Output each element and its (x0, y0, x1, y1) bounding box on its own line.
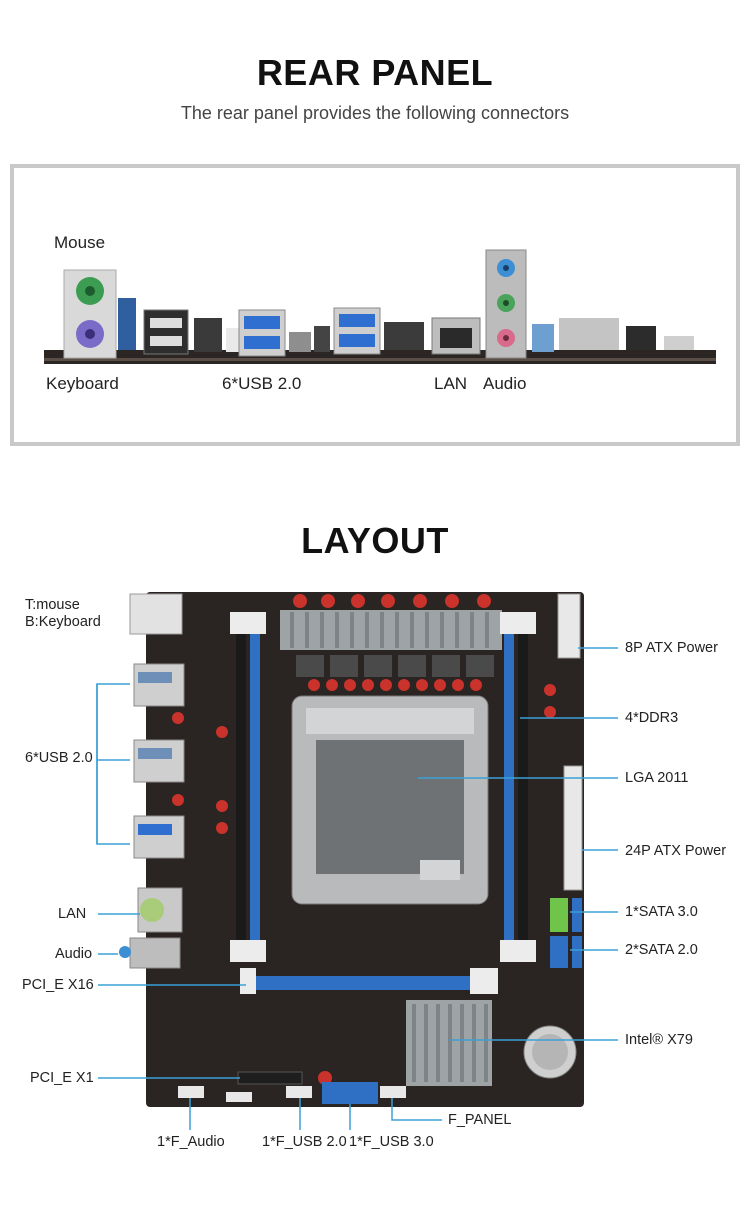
callout-pcie-x1: PCI_E X1 (30, 1070, 94, 1086)
pcie-x16-slot (246, 976, 498, 990)
callout-audio: Audio (55, 946, 93, 962)
layout-title: LAYOUT (301, 520, 449, 561)
rear-panel-box: Mouse Keyboard 6*USB 2.0 LAN Audio (10, 164, 740, 446)
callout-f-usb2: 1*F_USB 2.0 (262, 1134, 347, 1150)
callout-sata2: 2*SATA 2.0 (625, 942, 698, 958)
ddr3-slot-3 (504, 612, 514, 952)
callout-intel-x79: Intel® X79 (625, 1032, 693, 1048)
callout-ddr3: 4*DDR3 (625, 710, 679, 726)
rear-panel-image (44, 249, 716, 364)
callout-sata3: 1*SATA 3.0 (625, 904, 698, 920)
callout-8p-atx: 8P ATX Power (625, 640, 718, 656)
callout-lga2011: LGA 2011 (625, 770, 689, 786)
callout-tmouse: T:mouse (25, 597, 80, 613)
ddr3-slot-1 (250, 612, 260, 952)
rear-label-mouse: Mouse (54, 233, 106, 252)
callout-pcie-x16: PCI_E X16 (22, 977, 94, 993)
rear-label-audio: Audio (483, 374, 527, 393)
callout-f-usb3: 1*F_USB 3.0 (349, 1134, 434, 1150)
callout-24p-atx: 24P ATX Power (625, 843, 727, 859)
rear-label-usb: 6*USB 2.0 (222, 374, 302, 393)
rear-label-keyboard: Keyboard (46, 374, 119, 393)
callout-lan: LAN (58, 906, 87, 922)
rear-panel-title: REAR PANEL (256, 52, 494, 93)
callout-f-panel: F_PANEL (448, 1112, 512, 1128)
callout-bkeyboard: B:Keyboard (25, 614, 101, 630)
callout-usb: 6*USB 2.0 (25, 750, 93, 766)
rear-label-lan: LAN (434, 374, 468, 393)
callout-f-audio: 1*F_Audio (157, 1134, 225, 1150)
rear-panel-subtitle: The rear panel provides the following co… (180, 103, 570, 123)
